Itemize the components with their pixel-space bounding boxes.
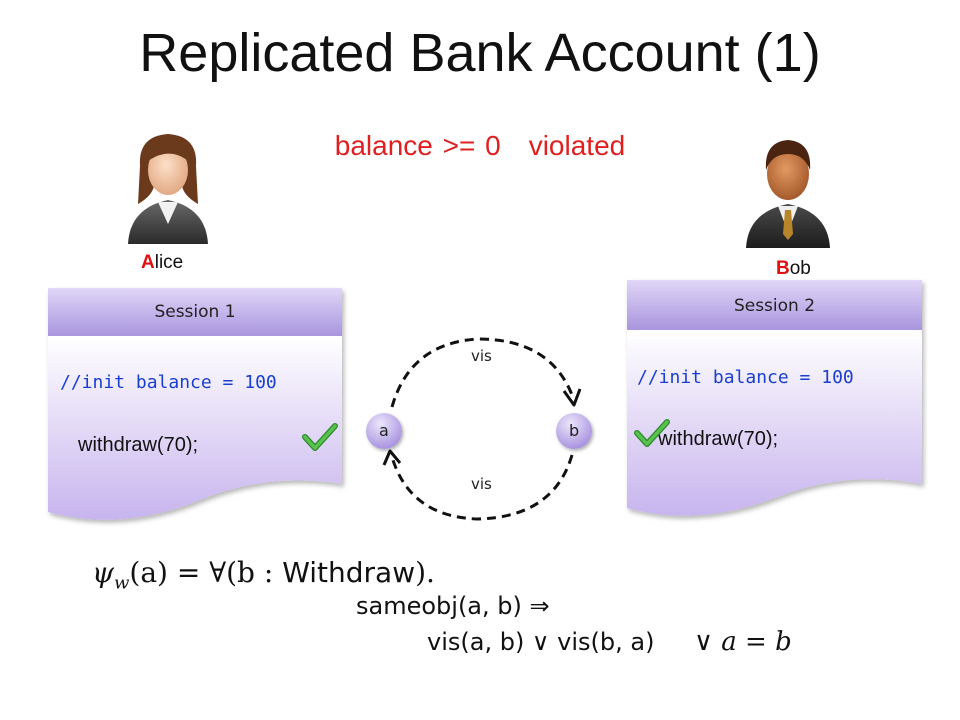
session-2-init-comment: //init balance = 100 [637, 367, 854, 388]
constraint-text: balance >= 0 violated [0, 130, 960, 162]
session-2-panel [627, 280, 922, 516]
alice-name: Alice [141, 252, 183, 274]
formula-line-2: sameobj(a, b) ⇒ [356, 592, 550, 620]
formula-line-3-tail: ∨ a = b [694, 627, 792, 657]
alice-avatar-icon [128, 134, 208, 244]
formula-psi-subscript: w [113, 572, 130, 594]
bob-initial: B [776, 258, 790, 279]
node-a-label: a [379, 421, 389, 440]
session-2-header: Session 2 [733, 296, 816, 316]
edge-b-to-a-label: vis [471, 475, 492, 493]
session-1-check-icon [302, 423, 338, 451]
edge-b-to-a [390, 454, 574, 521]
formula-lhs-rest: (a) = ∀(b : [129, 556, 283, 589]
formula-withdraw: Withdraw [282, 556, 416, 589]
constraint-expression: balance >= 0 [334, 130, 501, 161]
page-title: Replicated Bank Account (1) [139, 23, 821, 83]
alice-name-rest: lice [154, 252, 184, 273]
edge-b-to-a-arrowhead [382, 449, 402, 466]
edge-a-to-b-arrowhead [562, 388, 582, 407]
bob-name: Bob [776, 258, 811, 280]
bob-avatar-icon [746, 140, 830, 248]
constraint-status: violated [528, 130, 626, 161]
node-b-circle [556, 413, 592, 449]
session-2-operation: withdraw(70); [658, 428, 779, 450]
node-a-circle [366, 413, 402, 449]
formula-line-3: vis(a, b) ∨ vis(b, a) [427, 628, 655, 656]
bob-name-rest: ob [789, 258, 811, 279]
visibility-graph [366, 337, 592, 521]
session-1-header: Session 1 [154, 302, 236, 322]
formula-line-1: ψw(a) = ∀(b : Withdraw). [92, 556, 435, 594]
session-1-panel [48, 288, 342, 520]
edge-a-to-b-label: vis [471, 347, 492, 365]
session-2-check-icon [634, 419, 670, 447]
edge-a-to-b [390, 337, 574, 408]
alice-initial: A [141, 252, 155, 273]
session-1-operation: withdraw(70); [78, 434, 199, 456]
node-b-label: b [569, 421, 580, 440]
formula-lhs-end: ). [415, 556, 435, 589]
session-1-init-comment: //init balance = 100 [60, 372, 277, 393]
formula-psi: ψ [92, 556, 114, 589]
